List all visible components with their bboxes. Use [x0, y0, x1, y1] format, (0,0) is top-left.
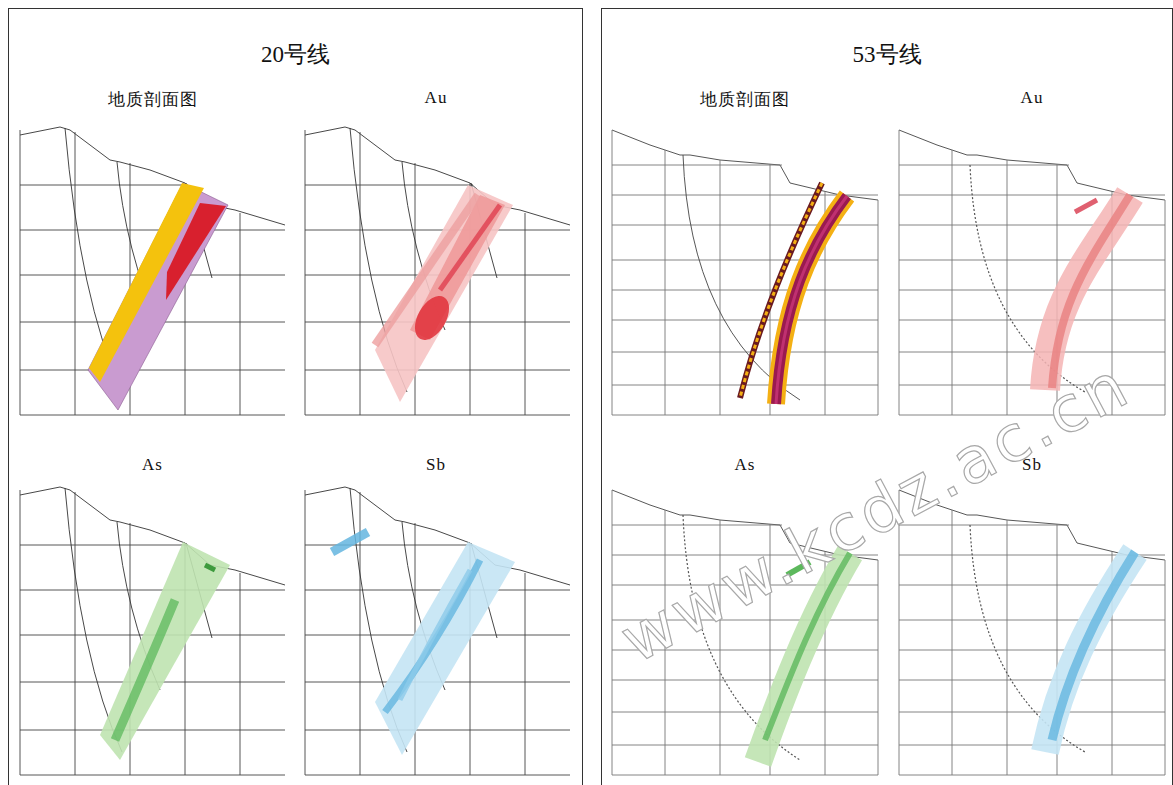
panel-title: 53号线	[602, 39, 1172, 70]
subplot-title: Au	[1021, 88, 1044, 108]
panel-title: 20号线	[9, 39, 582, 70]
subplot: Au	[897, 88, 1167, 118]
section-panel: 20号线地质剖面图 AuAs Sb	[8, 8, 583, 785]
subplot: As	[610, 455, 880, 485]
subplot-title: 地质剖面图	[108, 88, 198, 111]
subplot-title: As	[735, 455, 756, 475]
subplot-title: Au	[425, 88, 448, 108]
subplot-title: As	[142, 455, 163, 475]
subplot: Au	[305, 88, 567, 118]
subplot: 地质剖面图	[610, 88, 880, 118]
watermark: www.kcdz.ac.cn	[609, 346, 1142, 677]
subplot: 地质剖面图	[20, 88, 285, 118]
subplot-title: 地质剖面图	[700, 88, 790, 111]
subplot-title: Sb	[426, 455, 446, 475]
subplot: As	[20, 455, 285, 485]
subplot: Sb	[305, 455, 567, 485]
